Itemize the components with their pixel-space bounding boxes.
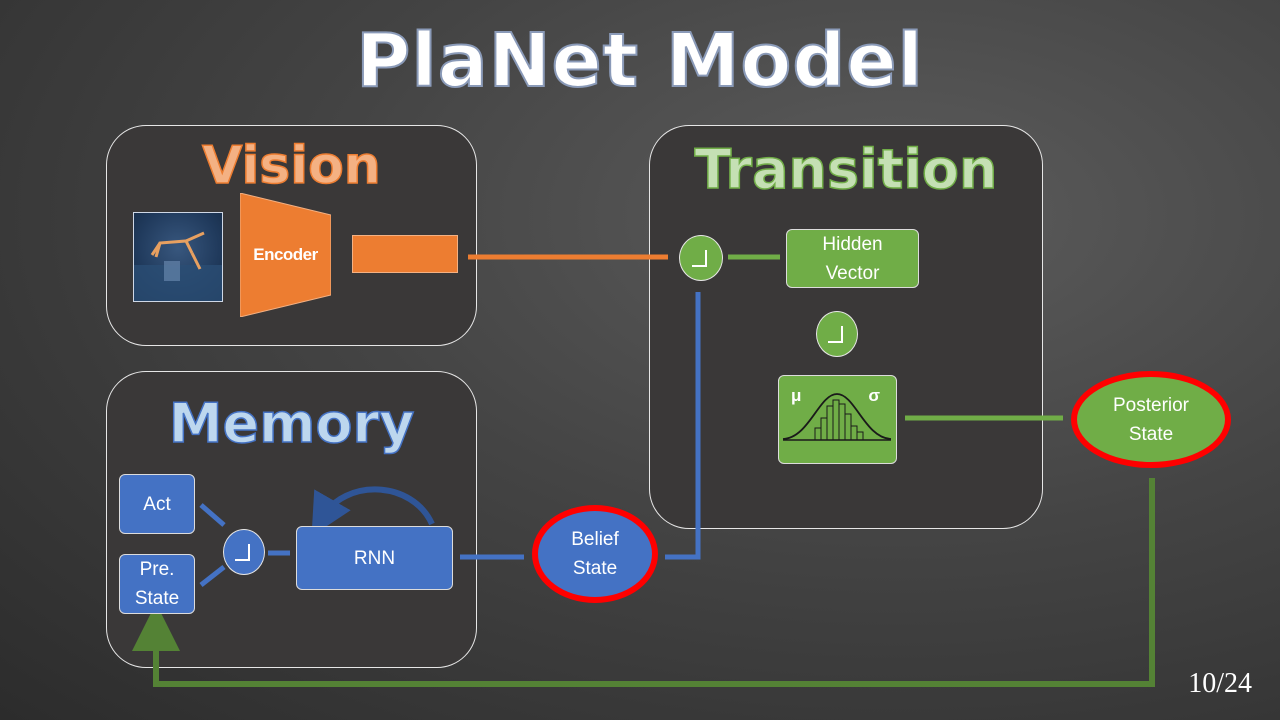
sigma-symbol: σ bbox=[868, 386, 880, 405]
relu-icon bbox=[816, 311, 858, 357]
relu-icon bbox=[679, 235, 723, 281]
prev-state-to-relu-link bbox=[199, 565, 226, 587]
encoder-label: Encoder bbox=[253, 245, 318, 264]
belief-state-node: Belief State bbox=[532, 505, 658, 603]
relu-activation-icon bbox=[828, 326, 843, 343]
recurrent-arrow-icon bbox=[311, 486, 435, 537]
memory-title: Memory bbox=[168, 391, 415, 456]
act-to-relu-link bbox=[199, 503, 226, 527]
relu-activation-icon bbox=[235, 544, 250, 561]
relu-icon bbox=[223, 529, 265, 575]
relu-activation-icon bbox=[692, 250, 707, 267]
rnn-box: RNN bbox=[296, 526, 453, 590]
transition-title: Transition bbox=[694, 137, 998, 202]
slide-title: PlaNet Model bbox=[355, 17, 924, 105]
page-number: 10/24 bbox=[1188, 668, 1252, 699]
mu-symbol: μ bbox=[791, 386, 802, 405]
walker-figure-icon bbox=[134, 231, 222, 301]
hidden-vector-box: Hidden Vector bbox=[786, 229, 919, 288]
previous-state-box: Pre. State bbox=[119, 554, 195, 614]
gaussian-distribution-box: μ σ bbox=[778, 375, 897, 464]
encoder-block: Encoder bbox=[240, 193, 331, 317]
vision-title: Vision bbox=[201, 135, 381, 197]
encoder-output-vector bbox=[352, 235, 458, 273]
gaussian-distribution-icon bbox=[782, 393, 892, 441]
posterior-to-prev-state-feedback bbox=[132, 478, 1155, 687]
act-box: Act bbox=[119, 474, 195, 534]
posterior-state-node: Posterior State bbox=[1071, 371, 1231, 468]
belief-to-transition-link bbox=[665, 292, 701, 560]
encoder-trapezoid-shape bbox=[240, 193, 331, 317]
walker-environment-thumbnail bbox=[133, 212, 223, 302]
